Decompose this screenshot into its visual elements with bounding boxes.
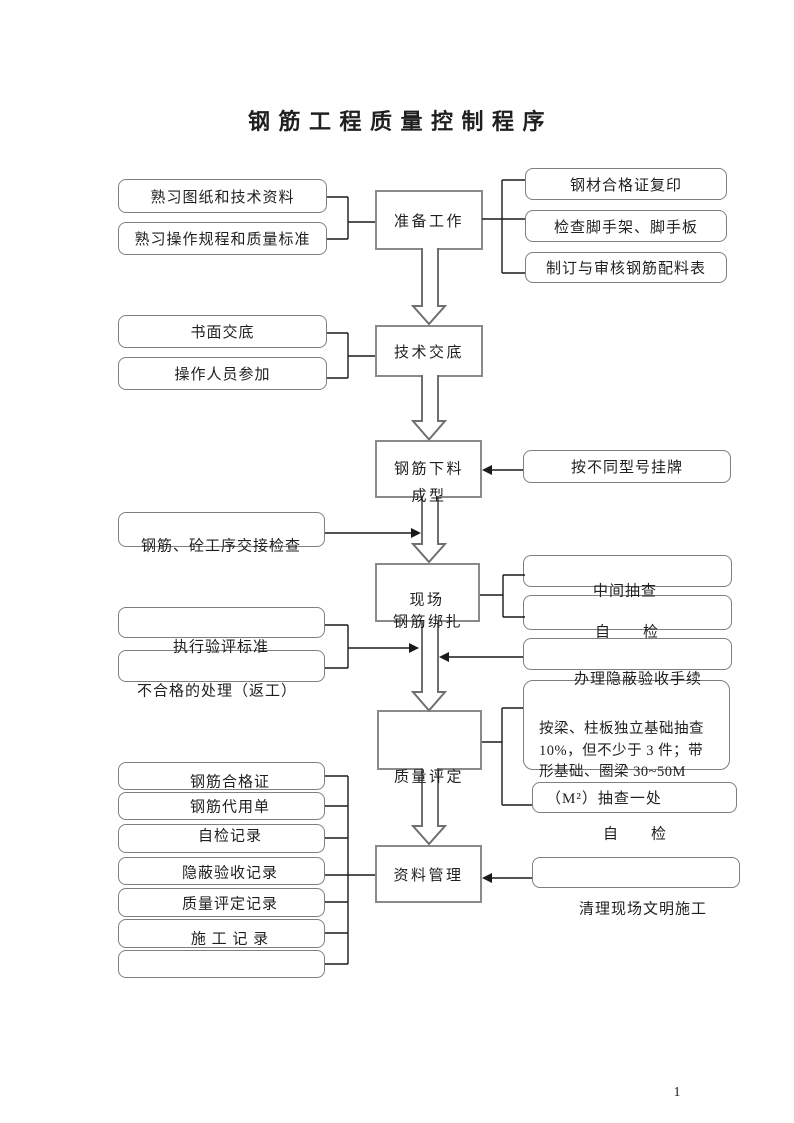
output-box-hidden-accept-blank (523, 638, 732, 670)
input-box-rework-blank (118, 650, 325, 682)
caption-self-check-1: 自 检 (594, 624, 660, 641)
output-box-self-check-blank (523, 595, 732, 630)
caption-handover-check: 钢筋、砼工序交接检查 (140, 538, 302, 555)
input-box-operators-participate: 操作人员参加 (118, 357, 327, 390)
connector-prep-right-bracket (482, 179, 525, 274)
arrowhead-into-cutting (482, 465, 492, 475)
input-box-handover-check (118, 512, 325, 547)
connector-standards-bracket (325, 624, 410, 669)
stage-box-technical-disclosure: 技术交底 (375, 325, 483, 377)
solid-arrowheads (409, 465, 492, 883)
stage-box-quality-assessment (377, 710, 482, 770)
output-box-mid-check-blank (523, 555, 732, 587)
record-box-7 (118, 950, 325, 978)
stage-box-preparation: 准备工作 (375, 190, 483, 250)
caption-sampling-note: 按梁、柱板独立基础抽查 10%，但不少于 3 件；带 形基础、圈梁 30~50M (539, 721, 704, 780)
arrowhead-handover (411, 528, 421, 538)
caption-record-construction: 施 工 记 录 (190, 931, 270, 948)
connector-prep-left-bracket (327, 196, 375, 240)
page-number: 1 (673, 1085, 681, 1100)
input-box-familiarize-drawings: 熟习图纸和技术资料 (118, 179, 327, 213)
input-box-written-disclosure: 书面交底 (118, 315, 327, 348)
arrowhead-into-archive (482, 873, 492, 883)
flow-arrow-prep-to-tech (410, 248, 448, 326)
flow-arrow-site-to-qc (410, 620, 448, 713)
output-box-check-scaffold: 检查脚手架、脚手板 (525, 210, 727, 242)
connector-tech-left-bracket (327, 332, 375, 379)
caption-self-check-2: 自 检 (602, 826, 668, 843)
caption-record-certificate: 钢筋合格证 (189, 774, 271, 791)
output-box-sampling-tail: （M²）抽查一处 (532, 782, 737, 813)
output-box-rebar-schedule: 制订与审核钢筋配料表 (525, 252, 727, 283)
flow-arrow-tech-to-cut (410, 375, 448, 442)
caption-record-substitution: 钢筋代用单 (189, 799, 271, 816)
record-box-3 (118, 824, 325, 853)
caption-record-hidden: 隐蔽验收记录 (181, 865, 279, 882)
caption-site-line2: 钢筋绑扎 (392, 614, 464, 631)
input-box-standards-blank (118, 607, 325, 638)
caption-standards: 执行验评标准 (172, 639, 270, 656)
output-box-steel-certificate-copy: 钢材合格证复印 (525, 168, 727, 200)
caption-rebar-cutting-line2: 成型 (411, 488, 447, 505)
caption-hidden-acceptance: 办理隐蔽验收手续 (573, 671, 703, 688)
output-box-sampling-note (523, 680, 730, 770)
record-box-1 (118, 762, 325, 790)
arrowhead-selfcheck (439, 652, 449, 662)
caption-record-quality: 质量评定记录 (181, 896, 279, 913)
stage-box-data-management: 资料管理 (375, 845, 482, 903)
caption-rebar-cutting-line1: 钢筋下料 (393, 461, 465, 478)
record-box-2 (118, 792, 325, 820)
page-title: 钢 筋 工 程 质 量 控 制 程 序 (247, 109, 546, 134)
record-box-6 (118, 919, 325, 948)
caption-mid-check: 中间抽查 (592, 583, 658, 600)
arrowhead-standards (409, 643, 419, 653)
input-box-familiarize-standards: 熟习操作规程和质量标准 (118, 222, 327, 255)
caption-cleanup-site: 清理现场文明施工 (578, 901, 708, 918)
flow-arrow-cut-to-site (410, 496, 448, 564)
connector-site-right-bracket (480, 574, 525, 618)
caption-quality-assessment: 质量评定 (393, 769, 465, 786)
record-box-4 (118, 857, 325, 885)
stage-box-site-binding (375, 563, 480, 622)
output-box-cleanup-blank (532, 857, 740, 888)
caption-site-line1: 现场 (409, 592, 445, 609)
caption-rework: 不合格的处理（返工） (136, 683, 298, 700)
record-box-5 (118, 888, 325, 917)
output-box-tag-by-type: 按不同型号挂牌 (523, 450, 731, 483)
caption-record-selfcheck: 自检记录 (197, 828, 263, 845)
connector-records-bracket (325, 775, 375, 965)
